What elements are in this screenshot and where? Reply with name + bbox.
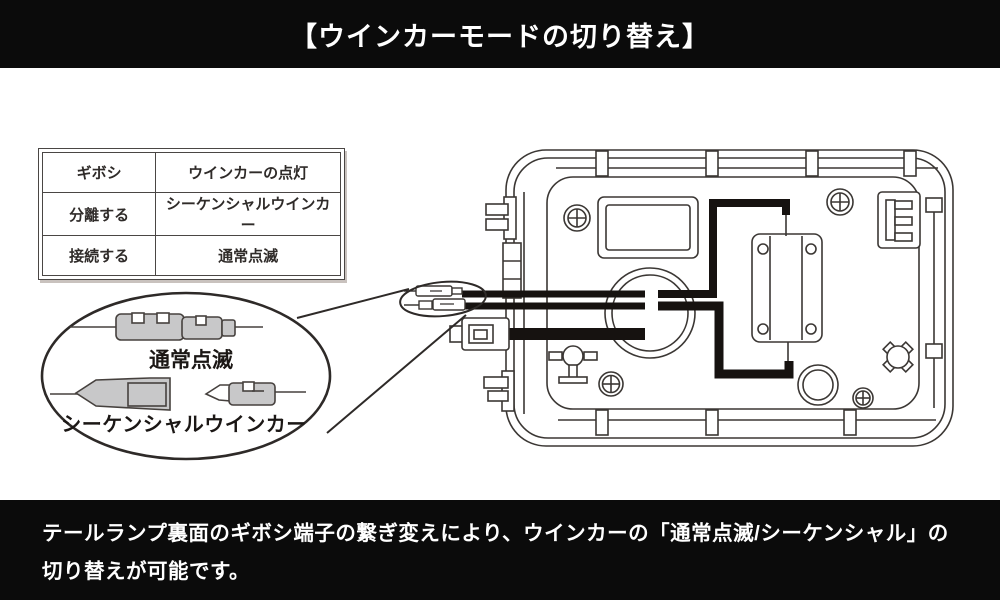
table-cell-value: 通常点滅: [155, 235, 341, 276]
bulb-socket-circle: [604, 267, 696, 359]
caption-line-2: 切り替えが可能です。: [42, 560, 250, 583]
table-cell-key: 分離する: [41, 192, 157, 236]
table-cell-value: シーケンシャルウインカー: [155, 192, 341, 236]
table-cell-key: 接続する: [41, 235, 157, 276]
magnifier-leader-lines: [296, 288, 467, 434]
screw-icon: [826, 188, 854, 216]
winker-wire-upper-run: [658, 199, 790, 298]
label-sequential-winker: シーケンシャルウインカー: [61, 414, 307, 436]
caption-bar: テールランプ裏面のギボシ端子の繋ぎ変えにより、ウインカーの「通常点滅/シーケンシ…: [0, 500, 1000, 600]
lamp-window: [597, 196, 699, 259]
caption-line-1: テールランプ裏面のギボシ端子の繋ぎ変えにより、ウインカーの「通常点滅/シーケンシ…: [42, 522, 949, 545]
round-boss: [797, 364, 839, 406]
table-row: ギボシ ウインカーの点灯: [41, 152, 341, 193]
wiring-harness: [462, 199, 794, 379]
connectors-separated: [50, 377, 306, 411]
table-cell-key: ギボシ: [41, 152, 157, 193]
left-mount-tabs: [483, 196, 517, 412]
screw-icon: [852, 387, 874, 409]
bracket-plate: [751, 233, 823, 343]
label-normal-blink: 通常点滅: [149, 349, 233, 372]
page-title: 【ウインカーモードの切り替え】: [290, 21, 710, 52]
magnifier-bubble: [40, 291, 332, 461]
title-bar: 【ウインカーモードの切り替え】: [0, 0, 1000, 68]
table-row: 分離する シーケンシャルウインカー: [41, 192, 341, 236]
table-cell-value: ウインカーの点灯: [155, 152, 341, 193]
lamp-connector-port: [877, 191, 921, 249]
gibosh-highlight: [399, 280, 487, 318]
wing-bolt-icon: [882, 341, 914, 373]
connectors-connected: [70, 312, 263, 341]
table-row: 接続する 通常点滅: [41, 235, 341, 276]
screw-icon: [598, 371, 624, 397]
winker-wire-lower-run: [658, 301, 794, 379]
valve-icon: [548, 345, 598, 384]
mode-spec-table: ギボシ ウインカーの点灯 分離する シーケンシャルウインカー 接続する 通常点滅: [38, 148, 345, 280]
harness-plug: [449, 317, 510, 351]
screw-icon: [563, 204, 591, 232]
